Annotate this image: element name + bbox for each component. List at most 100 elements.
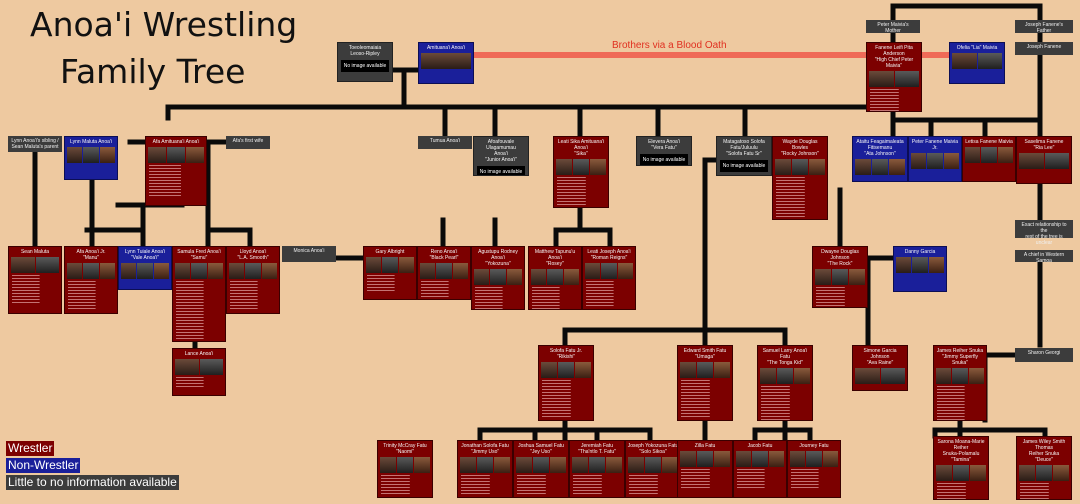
photo-strip <box>570 455 624 473</box>
photo <box>606 457 622 473</box>
photo <box>832 269 848 285</box>
person-zilla-fatu: Zilla Fatu <box>677 440 733 498</box>
photo <box>869 71 894 87</box>
photo-strip <box>950 51 1004 69</box>
photo-strip <box>1017 151 1071 169</box>
photo <box>911 153 927 169</box>
photo-strip <box>934 366 986 384</box>
person-afa: Afa Amituana'i Anoa'i <box>145 136 207 206</box>
person-ofelia-maivia: Ofelia "Lia" Maivia <box>949 42 1005 84</box>
photo <box>889 159 905 175</box>
photo <box>928 257 944 273</box>
person-name: Samuel Larry Anoa'i Fatu "The Tonga Kid" <box>762 348 808 366</box>
person-name: Peter Fanene Maivia Jr. <box>911 139 959 151</box>
photo-strip <box>853 366 907 384</box>
person-rikishi: Solofa Fatu Jr. "Rikishi" <box>538 345 594 421</box>
person-yokozuna: Agustupu Rodney Anoa'i "Yokozuna" <box>471 246 525 310</box>
photo <box>714 362 730 378</box>
photo <box>207 263 223 279</box>
note-chief-western-samoa: A chief in Western Samoa <box>1015 250 1073 264</box>
photo-strip <box>934 463 988 481</box>
photo-strip <box>529 267 581 285</box>
legend-little-info: Little to no information available <box>6 475 179 490</box>
person-solo-sikoa: Joseph Yokozuna Fatu "Solo Sikoa" <box>625 440 681 498</box>
photo <box>617 263 633 279</box>
photo <box>229 263 245 279</box>
photo <box>83 147 99 163</box>
person-the-rock: Dwayne Douglas Johnson "The Rock" <box>812 246 868 308</box>
photo <box>981 147 997 163</box>
photo <box>997 147 1013 163</box>
bio-text <box>816 287 864 307</box>
person-name: Amituana'i Anoa'i <box>426 45 466 51</box>
bio-text <box>937 386 983 420</box>
photo <box>175 359 199 375</box>
bio-text <box>68 281 114 311</box>
person-sika: Leati Sika Amituana'i Anoa'i "Sika" <box>553 136 609 208</box>
person-ria-lee: Saselima Fanene "Ria Lee" <box>1016 136 1072 184</box>
person-vale-anoai: Lynn Tuiale Anoa'i "Vale Anoa'i" <box>118 246 172 290</box>
photo <box>680 362 696 378</box>
photo <box>420 263 436 279</box>
person-lynn-maluta: Lynn Maluta Anoa'i <box>64 136 118 180</box>
photo-strip <box>364 255 416 273</box>
bio-text <box>475 287 521 309</box>
photo <box>775 159 791 175</box>
person-jimmy-uso: Jonathan Solofa Fatu "Jimmy Uso" <box>457 440 513 498</box>
person-name: Lynn Tuiale Anoa'i "Vale Anoa'i" <box>124 249 166 261</box>
person-monica-anoai: Monica Anoa'i <box>282 246 336 262</box>
photo <box>977 53 1002 69</box>
person-name: Saselima Fanene "Ria Lee" <box>1024 139 1064 151</box>
photo-strip <box>419 51 473 69</box>
photo <box>968 368 984 384</box>
note-exact-relationship: Exact relationship to the rest of the tr… <box>1015 220 1073 246</box>
photo <box>943 153 959 169</box>
photo <box>516 457 532 473</box>
person-name: Afoafouvale Ulagamumau Anoa'i "Junior An… <box>484 139 518 163</box>
photo <box>601 263 617 279</box>
photo <box>585 263 601 279</box>
photo <box>35 257 59 273</box>
person-name: Joseph Yokozuna Fatu "Solo Sikoa" <box>627 443 679 455</box>
photo-strip <box>173 261 225 279</box>
bio-text <box>542 380 590 418</box>
bio-text <box>557 177 605 207</box>
person-name: James Reiher Snuka "Jimmy Superfly Snuka… <box>936 348 984 366</box>
person-name: Leati Sika Amituana'i Anoa'i "Sika" <box>557 139 605 157</box>
photo-strip <box>909 151 961 169</box>
person-joseph-fanene: Joseph Fanene <box>1015 42 1073 55</box>
photo <box>99 147 115 163</box>
photo-strip <box>173 357 225 375</box>
person-junior-anoai: Afoafouvale Ulagamumau Anoa'i "Junior An… <box>473 136 529 176</box>
person-roman-reigns: Leati Joseph Anoa'i "Roman Reigns" <box>582 246 636 310</box>
person-tumua: Tumua Anoa'i <box>418 136 472 149</box>
person-name: Lance Anoa'i <box>184 351 214 357</box>
photo-strip <box>119 261 171 279</box>
bio-text <box>573 475 621 495</box>
person-lynn-sibling: Lynn Anoa'i's sibling / Sean Maluta's pa… <box>8 136 62 152</box>
photo <box>556 159 572 175</box>
photo <box>477 457 493 473</box>
photo-strip <box>963 145 1015 163</box>
person-vera-fatu: Elevera Anoa'i "Vera Fatu" No image avai… <box>636 136 692 166</box>
no-image-label: No image available <box>640 154 688 165</box>
photo <box>912 257 928 273</box>
photo <box>822 451 838 467</box>
person-peter-maivia-mother: Peter Maivia's Mother <box>866 20 920 34</box>
person-name: Lloyd Anoa'i "L.A. Smooth" <box>237 249 269 261</box>
person-name: Samula Fred Anoa'i "Samu" <box>177 249 221 261</box>
photo <box>896 257 912 273</box>
person-naomi: Trinity McCray Fatu "Naomi" <box>377 440 433 498</box>
person-peter-fanene-jr: Peter Fanene Maivia Jr. <box>908 136 962 182</box>
person-jacob-fatu: Jacob Fatu <box>733 440 787 498</box>
photo <box>506 269 522 285</box>
photo <box>494 457 510 473</box>
bio-text <box>421 281 467 297</box>
photo <box>397 457 413 473</box>
person-amituanai: Amituana'i Anoa'i <box>418 42 474 84</box>
person-name: Toeoleomaiaia Leoso-Ripley <box>348 45 382 57</box>
photo <box>768 451 784 467</box>
person-joseph-fanene-father: Joseph Fanene's Father <box>1015 20 1073 34</box>
photo <box>965 147 981 163</box>
photo <box>806 451 822 467</box>
